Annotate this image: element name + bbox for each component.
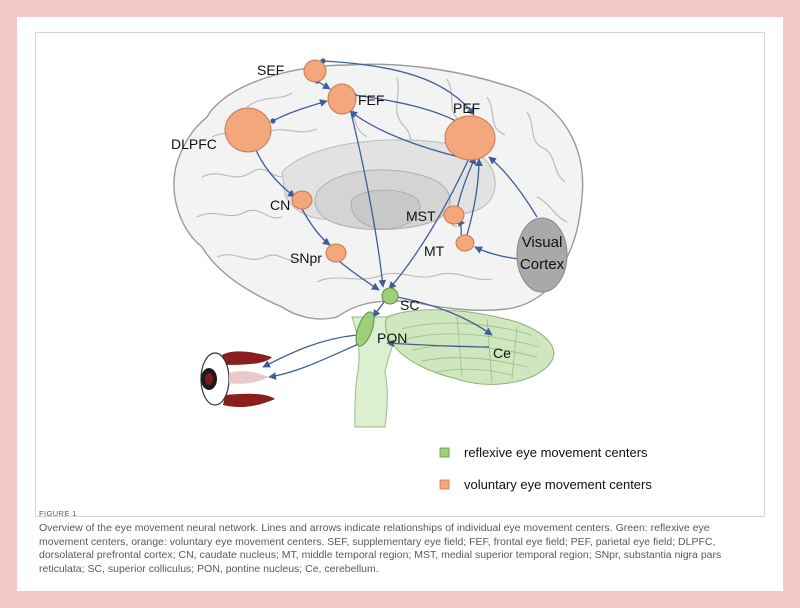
edge-fef-pef — [351, 92, 464, 126]
label-pef: PEF — [453, 100, 480, 116]
voluntary-nodes — [224, 59, 496, 263]
legend-swatch-voluntary — [439, 479, 450, 490]
label-cn: CN — [270, 197, 290, 213]
node-fef — [327, 83, 357, 115]
edge-pon-eye-bottom — [268, 341, 364, 380]
legend-swatch-reflexive — [439, 447, 450, 458]
edge-pon-eye-top — [262, 334, 358, 368]
node-mt — [455, 234, 475, 252]
label-visual: Visual — [522, 234, 563, 251]
label-sc: SC — [400, 297, 419, 313]
figure-number: FIGURE 1 — [39, 509, 77, 518]
edge-cn-snpr — [301, 208, 331, 246]
edge-sc-pon — [372, 301, 385, 318]
label-cortex: Cortex — [520, 256, 565, 273]
node-dlpfc — [224, 107, 272, 153]
label-mst: MST — [406, 208, 436, 224]
node-snpr — [325, 243, 347, 263]
legend: reflexive eye movement centers voluntary… — [439, 445, 652, 492]
label-sef: SEF — [257, 62, 284, 78]
label-fef: FEF — [358, 92, 384, 108]
label-ce: Ce — [493, 345, 511, 361]
cerebellum-folia — [401, 316, 540, 384]
label-dlpfc: DLPFC — [171, 136, 217, 152]
figure-caption-text: Overview of the eye movement neural netw… — [39, 522, 722, 575]
figure-card: SEF FEF DLPFC PEF CN MST MT SNpr SC PON … — [17, 17, 783, 591]
edge-pef-sc — [388, 151, 473, 290]
reflexive-nodes — [355, 287, 399, 347]
figure-caption: FIGURE 1 Overview of the eye movement ne… — [39, 507, 759, 576]
legend-label-reflexive: reflexive eye movement centers — [464, 445, 648, 460]
node-mst — [443, 205, 465, 225]
node-pef — [444, 115, 496, 161]
eye-movement-network-diagram: SEF FEF DLPFC PEF CN MST MT SNpr SC PON … — [171, 58, 652, 492]
label-snpr: SNpr — [290, 250, 322, 266]
edge-sc-ce — [396, 296, 493, 336]
edge-dlpfc-fef — [270, 99, 328, 124]
node-cn — [291, 190, 313, 210]
edge-ce-pon — [386, 339, 490, 348]
figure-frame — [35, 32, 765, 517]
node-pon — [355, 311, 375, 347]
edge-mt-pef — [466, 158, 483, 236]
node-sef — [303, 59, 327, 83]
edge-sef-fef — [314, 78, 331, 90]
eye — [200, 351, 275, 407]
label-pon: PON — [377, 330, 407, 346]
edge-snpr-sc — [338, 260, 380, 291]
edge-mst-pef — [456, 156, 477, 210]
edge-vc-mt — [474, 246, 520, 260]
node-visual-cortex — [516, 217, 568, 293]
basal-ganglia — [350, 189, 421, 230]
legend-label-voluntary: voluntary eye movement centers — [464, 477, 652, 492]
edge-fef-sc — [350, 112, 387, 288]
node-sc — [381, 287, 399, 305]
edge-vc-pef — [488, 156, 538, 218]
edge-pef-fef-back — [349, 110, 468, 160]
label-mt: MT — [424, 243, 445, 259]
